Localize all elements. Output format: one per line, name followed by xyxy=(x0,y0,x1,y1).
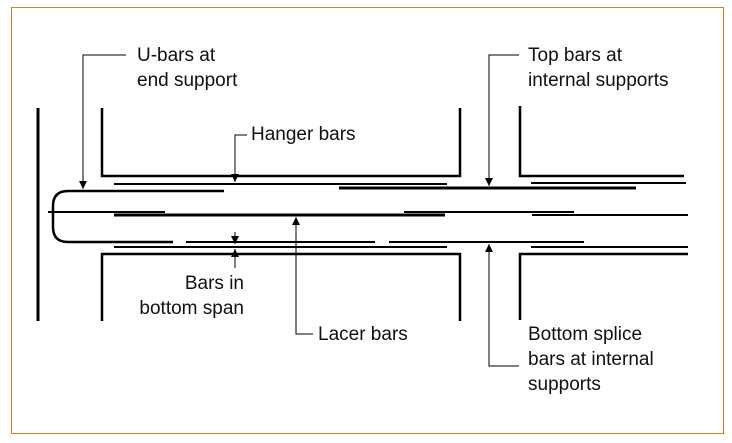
diagram-frame xyxy=(11,7,724,434)
right-bottom-outline xyxy=(518,252,688,320)
lacer-bars-label-line: Lacer bars xyxy=(318,324,408,345)
hanger-bars-label-line: Hanger bars xyxy=(251,124,356,145)
bars-bottom-span-label-line: bottom span xyxy=(139,298,244,319)
lacer-bars-label: Lacer bars xyxy=(318,322,408,347)
bars-bottom-span-label: Bars in bottom span xyxy=(110,271,244,321)
u-bars-leader xyxy=(79,54,126,189)
lacer-bars-leader xyxy=(292,217,313,335)
bottom-splice-label-line: bars at internal xyxy=(528,349,654,370)
top-bars-label: Top bars at internal supports xyxy=(528,43,668,93)
top-bars-label-line: Top bars at xyxy=(528,45,622,66)
bottom-splice-label: Bottom splice bars at internal supports xyxy=(528,322,654,397)
top-bars-leader xyxy=(485,54,519,186)
right-top-outline xyxy=(518,106,684,178)
u-bar xyxy=(51,189,224,244)
bottom-splice-leader xyxy=(485,244,519,367)
u-bars-label: U-bars at end support xyxy=(137,43,237,93)
left-bottom-outline xyxy=(100,252,462,321)
bottom-splice-label-line: Bottom splice xyxy=(528,324,643,345)
u-bars-label-line: U-bars at xyxy=(137,45,216,66)
top-bars-label-line: internal supports xyxy=(528,70,669,91)
bottom-splice-label-line: supports xyxy=(528,374,601,395)
hanger-bars-leader xyxy=(231,134,247,182)
u-bars-label-line: end support xyxy=(137,70,238,91)
hanger-bars-label: Hanger bars xyxy=(251,122,356,147)
left-top-outline xyxy=(100,108,462,178)
bars-bottom-span-label-line: Bars in xyxy=(184,273,244,294)
